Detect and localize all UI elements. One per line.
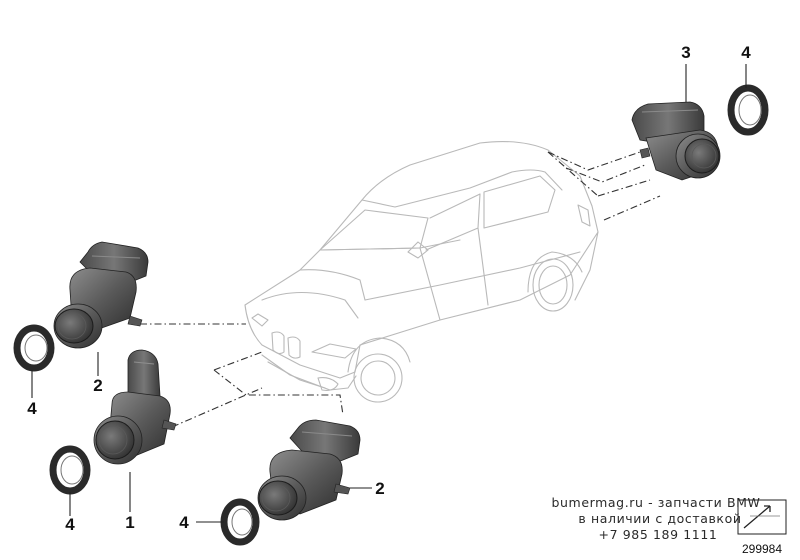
decoupling-ring-lower-left <box>49 445 91 495</box>
leader-lines <box>31 64 747 523</box>
callout-4-left: 4 <box>27 399 37 418</box>
callout-2-left: 2 <box>93 376 102 395</box>
callout-labels: 3 4 2 4 1 4 2 4 <box>27 43 751 534</box>
decoupling-ring-bottom <box>220 498 260 546</box>
callout-2-front: 2 <box>375 479 384 498</box>
watermark-line-2: в наличии с доставкой <box>578 511 741 526</box>
callout-4-upper-right: 4 <box>741 43 751 62</box>
watermark-line-3: +7 985 189 1111 <box>599 527 718 542</box>
watermark: bumermag.ru - запчасти BMW в наличии с д… <box>551 495 760 542</box>
callout-1: 1 <box>125 513 134 532</box>
connector-lines <box>140 151 661 428</box>
car-outline <box>244 141 599 403</box>
parking-sensor-1 <box>93 349 177 465</box>
decoupling-ring-left <box>13 324 55 372</box>
callout-4-lower-left: 4 <box>65 515 75 534</box>
watermark-line-1: bumermag.ru - запчасти BMW <box>551 495 760 510</box>
callout-4-bottom: 4 <box>179 513 189 532</box>
callout-3: 3 <box>681 43 690 62</box>
parking-sensor-2-left <box>53 241 149 349</box>
parking-sensor-3-rear <box>631 101 721 181</box>
decoupling-ring-upper-right <box>727 84 769 136</box>
document-number: 299984 <box>742 542 782 556</box>
diagram-symbol <box>737 499 787 535</box>
parking-sensor-2-front <box>257 419 361 521</box>
